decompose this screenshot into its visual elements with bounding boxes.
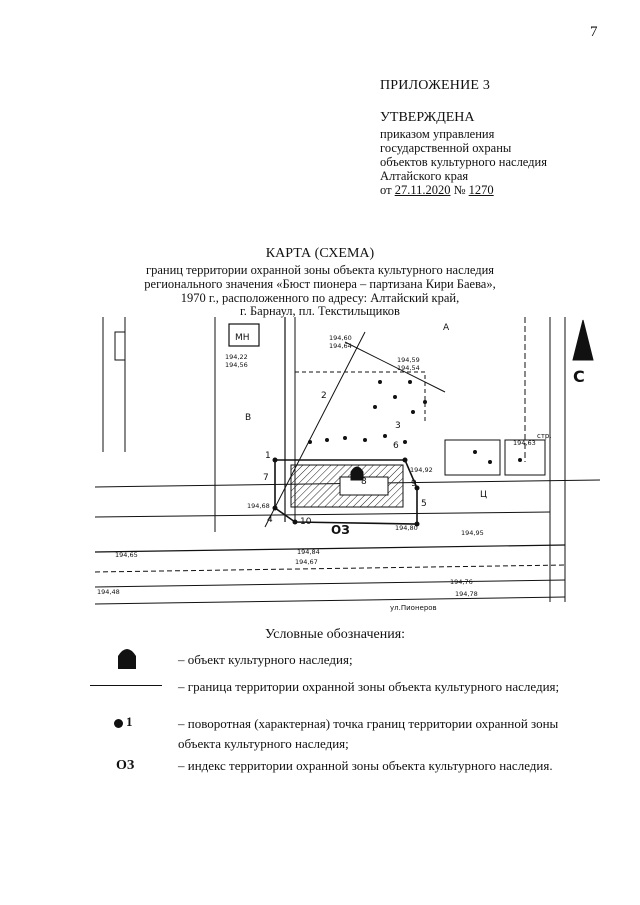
map-label-mn: МН bbox=[235, 333, 250, 343]
map-line bbox=[95, 511, 551, 518]
map-elevation: 194,54 bbox=[397, 364, 420, 372]
approval-date-prefix: от bbox=[380, 183, 392, 197]
legend-boundary-line-icon bbox=[90, 685, 162, 686]
map-point-2: 2 bbox=[321, 391, 327, 401]
mn-building bbox=[228, 323, 260, 347]
map-line bbox=[264, 331, 366, 528]
map-elevation: 194,92 bbox=[410, 466, 433, 474]
map-line bbox=[95, 544, 566, 553]
legend-item-index: – индекс территории охранной зоны объект… bbox=[178, 758, 553, 773]
map-point-10: 10 bbox=[300, 517, 312, 527]
map-point-3: 3 bbox=[395, 421, 401, 431]
legend-index-symbol: ОЗ bbox=[116, 758, 135, 773]
map-title-line-3: 1970 г., расположенного по адресу: Алтай… bbox=[180, 291, 460, 305]
map-title-line-4: г. Барнаул, пл. Текстильщиков bbox=[240, 304, 400, 318]
cultural-object-icon bbox=[350, 466, 364, 481]
map-dashed-line bbox=[95, 564, 566, 573]
legend-object-icon bbox=[118, 649, 136, 669]
map-label-ts: Ц bbox=[480, 490, 487, 500]
map-label-a: А bbox=[443, 323, 450, 333]
map-point-8: 8 bbox=[361, 477, 367, 487]
appendix-heading: ПРИЛОЖЕНИЕ 3 bbox=[380, 78, 491, 93]
map-elevation: 194,76 bbox=[450, 578, 473, 586]
legend-item-point: – поворотная (характерная) точка границ … bbox=[178, 716, 559, 751]
map-point-1: 1 bbox=[265, 451, 271, 461]
approval-line-1: приказом управления bbox=[380, 127, 495, 141]
map-elevation: 194,63 bbox=[513, 439, 536, 447]
map-point-5: 5 bbox=[421, 499, 427, 509]
map-elevation: 194,78 bbox=[455, 590, 478, 598]
legend-item-object: – объект культурного наследия; bbox=[178, 652, 353, 667]
map-elevation: 194,84 bbox=[297, 548, 320, 556]
map-line bbox=[95, 579, 566, 588]
map-line bbox=[344, 341, 446, 393]
approval-title: УТВЕРЖДЕНА bbox=[380, 110, 475, 125]
north-arrow-icon bbox=[572, 319, 594, 361]
map-point-4: 4 bbox=[267, 515, 273, 525]
approval-number: 1270 bbox=[468, 183, 494, 197]
map-street-name: ул.Пионеров bbox=[390, 604, 437, 612]
legend-point-icon bbox=[114, 719, 123, 728]
map-elevation: 194,65 bbox=[115, 551, 138, 559]
map-label-v: В bbox=[245, 413, 251, 423]
legend-item-boundary: – граница территории охранной зоны объек… bbox=[178, 679, 560, 694]
legend-point-label: 1 bbox=[126, 714, 133, 729]
approval-line-4: Алтайского края bbox=[380, 169, 469, 183]
legend-title: Условные обозначения: bbox=[265, 627, 406, 642]
approval-date: 27.11.2020 bbox=[394, 183, 451, 197]
map-elevation: 194,22 bbox=[225, 353, 248, 361]
map-elevation: 194,59 bbox=[397, 356, 420, 364]
approval-number-sign: № bbox=[453, 183, 466, 197]
tree-dots bbox=[308, 380, 522, 464]
approval-date-line: от 27.11.2020 № 1270 bbox=[380, 183, 494, 197]
map-building bbox=[444, 439, 501, 476]
approval-line-2: государственной охраны bbox=[380, 141, 512, 155]
map-elevation: 194,60 bbox=[329, 334, 352, 342]
map-elevation: 194,67 bbox=[295, 558, 318, 566]
map-elevation: 194,80 bbox=[395, 524, 418, 532]
page-number: 7 bbox=[590, 24, 598, 40]
map-elevation: 194,48 bbox=[97, 588, 120, 596]
map-line bbox=[95, 596, 566, 605]
map-point-7: 7 bbox=[263, 473, 269, 483]
site-map: МН ОЗ С А В Ц стр. 1 2 3 4 5 6 7 8 9 10 … bbox=[95, 317, 600, 612]
map-title-line-1: границ территории охранной зоны объекта … bbox=[145, 263, 495, 277]
map-elevation: 194,95 bbox=[461, 529, 484, 537]
map-point-6: 6 bbox=[393, 441, 399, 451]
map-title-line-2: регионального значения «Бюст пионера – п… bbox=[144, 277, 496, 291]
map-elevation: 194,68 bbox=[247, 502, 270, 510]
approval-line-3: объектов культурного наследия bbox=[380, 155, 547, 169]
object-pedestal bbox=[339, 476, 389, 496]
map-elevation: 194,64 bbox=[329, 342, 352, 350]
map-label-str: стр. bbox=[537, 432, 552, 440]
map-small-building bbox=[114, 331, 126, 361]
map-title: КАРТА (СХЕМА) bbox=[265, 246, 375, 261]
map-dashed-line bbox=[295, 371, 426, 422]
map-label-oz: ОЗ bbox=[331, 523, 350, 537]
map-label-north: С bbox=[573, 367, 585, 386]
map-elevation: 194,56 bbox=[225, 361, 248, 369]
turning-points bbox=[272, 457, 420, 527]
map-building bbox=[504, 439, 546, 476]
map-point-9: 9 bbox=[411, 479, 417, 489]
